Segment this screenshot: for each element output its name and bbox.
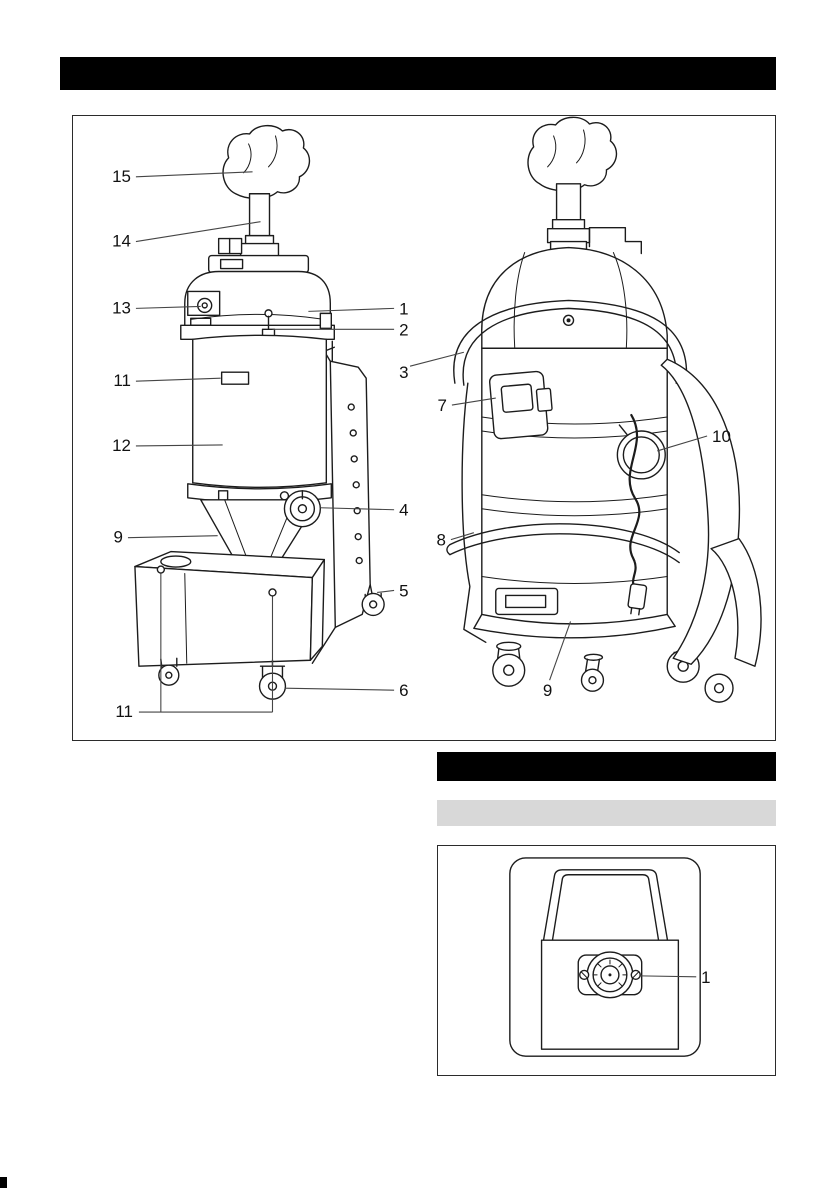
callout-1: 1 — [399, 299, 408, 318]
filter-bag-rear — [527, 116, 618, 192]
leader-detail-1 — [640, 975, 697, 978]
leader-4 — [320, 507, 395, 511]
exhaust-pipe — [217, 193, 280, 258]
leader-13 — [135, 305, 201, 309]
callout-3: 3 — [399, 363, 408, 382]
callout-8: 8 — [437, 531, 446, 550]
rear-casters — [492, 641, 700, 692]
leader-8 — [450, 532, 474, 541]
filter-bag — [222, 125, 311, 200]
hose-holder-ring — [616, 424, 666, 480]
callout-4: 4 — [399, 501, 408, 520]
exhaust-neck — [546, 183, 643, 255]
leader-9-front — [127, 535, 218, 539]
callout-12: 12 — [112, 436, 131, 455]
leader-5 — [377, 589, 395, 594]
callout-7: 7 — [438, 396, 447, 415]
callout-5: 5 — [399, 581, 408, 600]
suction-inlet — [283, 490, 322, 528]
callout-9-front: 9 — [114, 528, 123, 547]
callout-11-upper: 11 — [113, 371, 131, 390]
front-view-drawing — [134, 125, 385, 700]
accessory-plate — [488, 370, 553, 440]
callout-6: 6 — [399, 681, 408, 700]
leader-1 — [308, 307, 395, 312]
push-handle — [453, 299, 688, 386]
dust-bin — [134, 550, 326, 667]
overview-figure-box: 15 14 13 11 12 9 11 1 2 3 4 5 6 7 10 8 9 — [72, 115, 776, 741]
motor-head-rear — [481, 246, 668, 349]
leader-6 — [284, 687, 395, 691]
page-header-bar — [60, 57, 776, 90]
section-header-bar — [437, 752, 776, 781]
bin-handle-bracket — [495, 587, 559, 616]
trolley-frame-rear — [660, 358, 762, 703]
lower-push-bar — [446, 523, 680, 564]
leader-11-upper — [135, 377, 221, 382]
callout-11-lower: 11 — [115, 702, 133, 721]
base-edge — [473, 613, 676, 639]
subsection-bar — [437, 800, 776, 826]
callout-14: 14 — [112, 232, 131, 251]
callout-13: 13 — [112, 298, 131, 317]
gauge-detail-illustration: 1 — [509, 857, 711, 1057]
callout-detail-1: 1 — [701, 968, 710, 987]
leader-11-lower — [138, 573, 274, 713]
page-edge-mark — [0, 1177, 7, 1188]
device-overview-illustration: 15 14 13 11 12 9 11 1 2 3 4 5 6 7 10 8 9 — [112, 116, 762, 721]
gauge-detail-drawing — [509, 857, 701, 1057]
filter-container — [192, 334, 328, 489]
rear-view-drawing — [446, 116, 762, 703]
left-frame-edge — [461, 382, 487, 644]
leader-3 — [409, 351, 465, 367]
carry-handle — [542, 869, 669, 941]
power-cord — [627, 413, 648, 616]
motor-head — [180, 254, 335, 340]
trolley-frame — [311, 340, 385, 664]
pressure-gauge — [577, 951, 643, 999]
leader-9-rear — [549, 621, 572, 681]
callout-15: 15 — [112, 167, 131, 186]
detail-leader-lines — [640, 975, 697, 978]
leader-14 — [135, 221, 261, 243]
detail-figure-box: 1 — [437, 845, 776, 1076]
leader-7 — [451, 397, 496, 406]
callout-leader-lines — [127, 171, 708, 713]
callout-2: 2 — [399, 320, 408, 339]
leader-15 — [135, 171, 253, 178]
leader-12 — [135, 444, 223, 447]
callout-10: 10 — [712, 427, 731, 446]
callout-9-rear: 9 — [543, 681, 552, 700]
callout-labels: 15 14 13 11 12 9 11 1 2 3 4 5 6 7 10 8 9 — [112, 167, 731, 721]
detail-callout-labels: 1 — [701, 968, 710, 987]
leader-10 — [657, 435, 708, 452]
